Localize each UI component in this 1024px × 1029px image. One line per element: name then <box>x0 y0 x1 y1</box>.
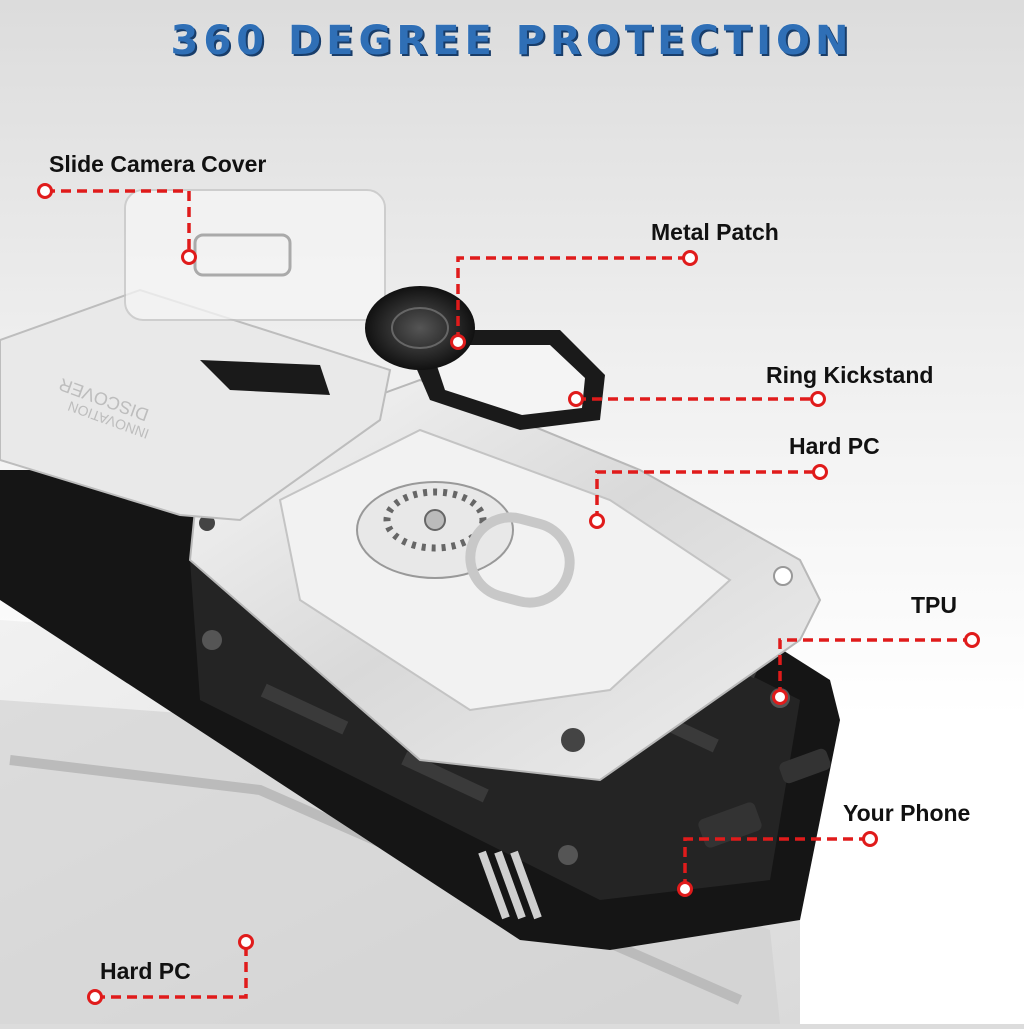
dot-your-phone-end <box>862 831 878 847</box>
dot-ring-end <box>810 391 826 407</box>
dot-hard-pc-top-end <box>812 464 828 480</box>
dot-your-phone-start <box>677 881 693 897</box>
label-ring-kickstand: Ring Kickstand <box>766 362 934 388</box>
dot-slide-camera-end <box>181 249 197 265</box>
slide-camera-cover <box>0 189 392 522</box>
label-hard-pc-bottom: Hard PC <box>100 958 191 984</box>
line-hard-pc-top <box>595 470 820 521</box>
label-hard-pc-top: Hard PC <box>789 433 880 459</box>
dot-slide-camera-start <box>37 183 53 199</box>
callout-lines <box>45 189 972 999</box>
headline: 360 DEGREE PROTECTION <box>170 18 854 64</box>
line-your-phone <box>683 837 870 889</box>
hard-pc-frame <box>188 378 822 782</box>
label-tpu: TPU <box>911 592 957 618</box>
dot-metal-patch-start <box>450 334 466 350</box>
ring-kickstand <box>365 286 605 430</box>
dot-hard-pc-bottom-start <box>87 989 103 1005</box>
line-metal-patch <box>456 256 690 342</box>
dot-tpu-start <box>772 689 788 705</box>
callout-dots <box>37 183 980 1005</box>
dot-ring-start <box>568 391 584 407</box>
line-slide-camera-cover <box>45 189 191 257</box>
dot-hard-pc-top-start <box>589 513 605 529</box>
metal-patch-disc <box>365 286 475 370</box>
dot-metal-patch-end <box>682 250 698 266</box>
dot-hard-pc-bottom-end <box>238 934 254 950</box>
label-your-phone: Your Phone <box>843 800 971 826</box>
dot-tpu-end <box>964 632 980 648</box>
line-tpu <box>778 638 972 697</box>
label-slide-camera-cover: Slide Camera Cover <box>49 151 267 177</box>
line-hard-pc-bottom <box>95 942 248 999</box>
label-metal-patch: Metal Patch <box>651 219 779 245</box>
